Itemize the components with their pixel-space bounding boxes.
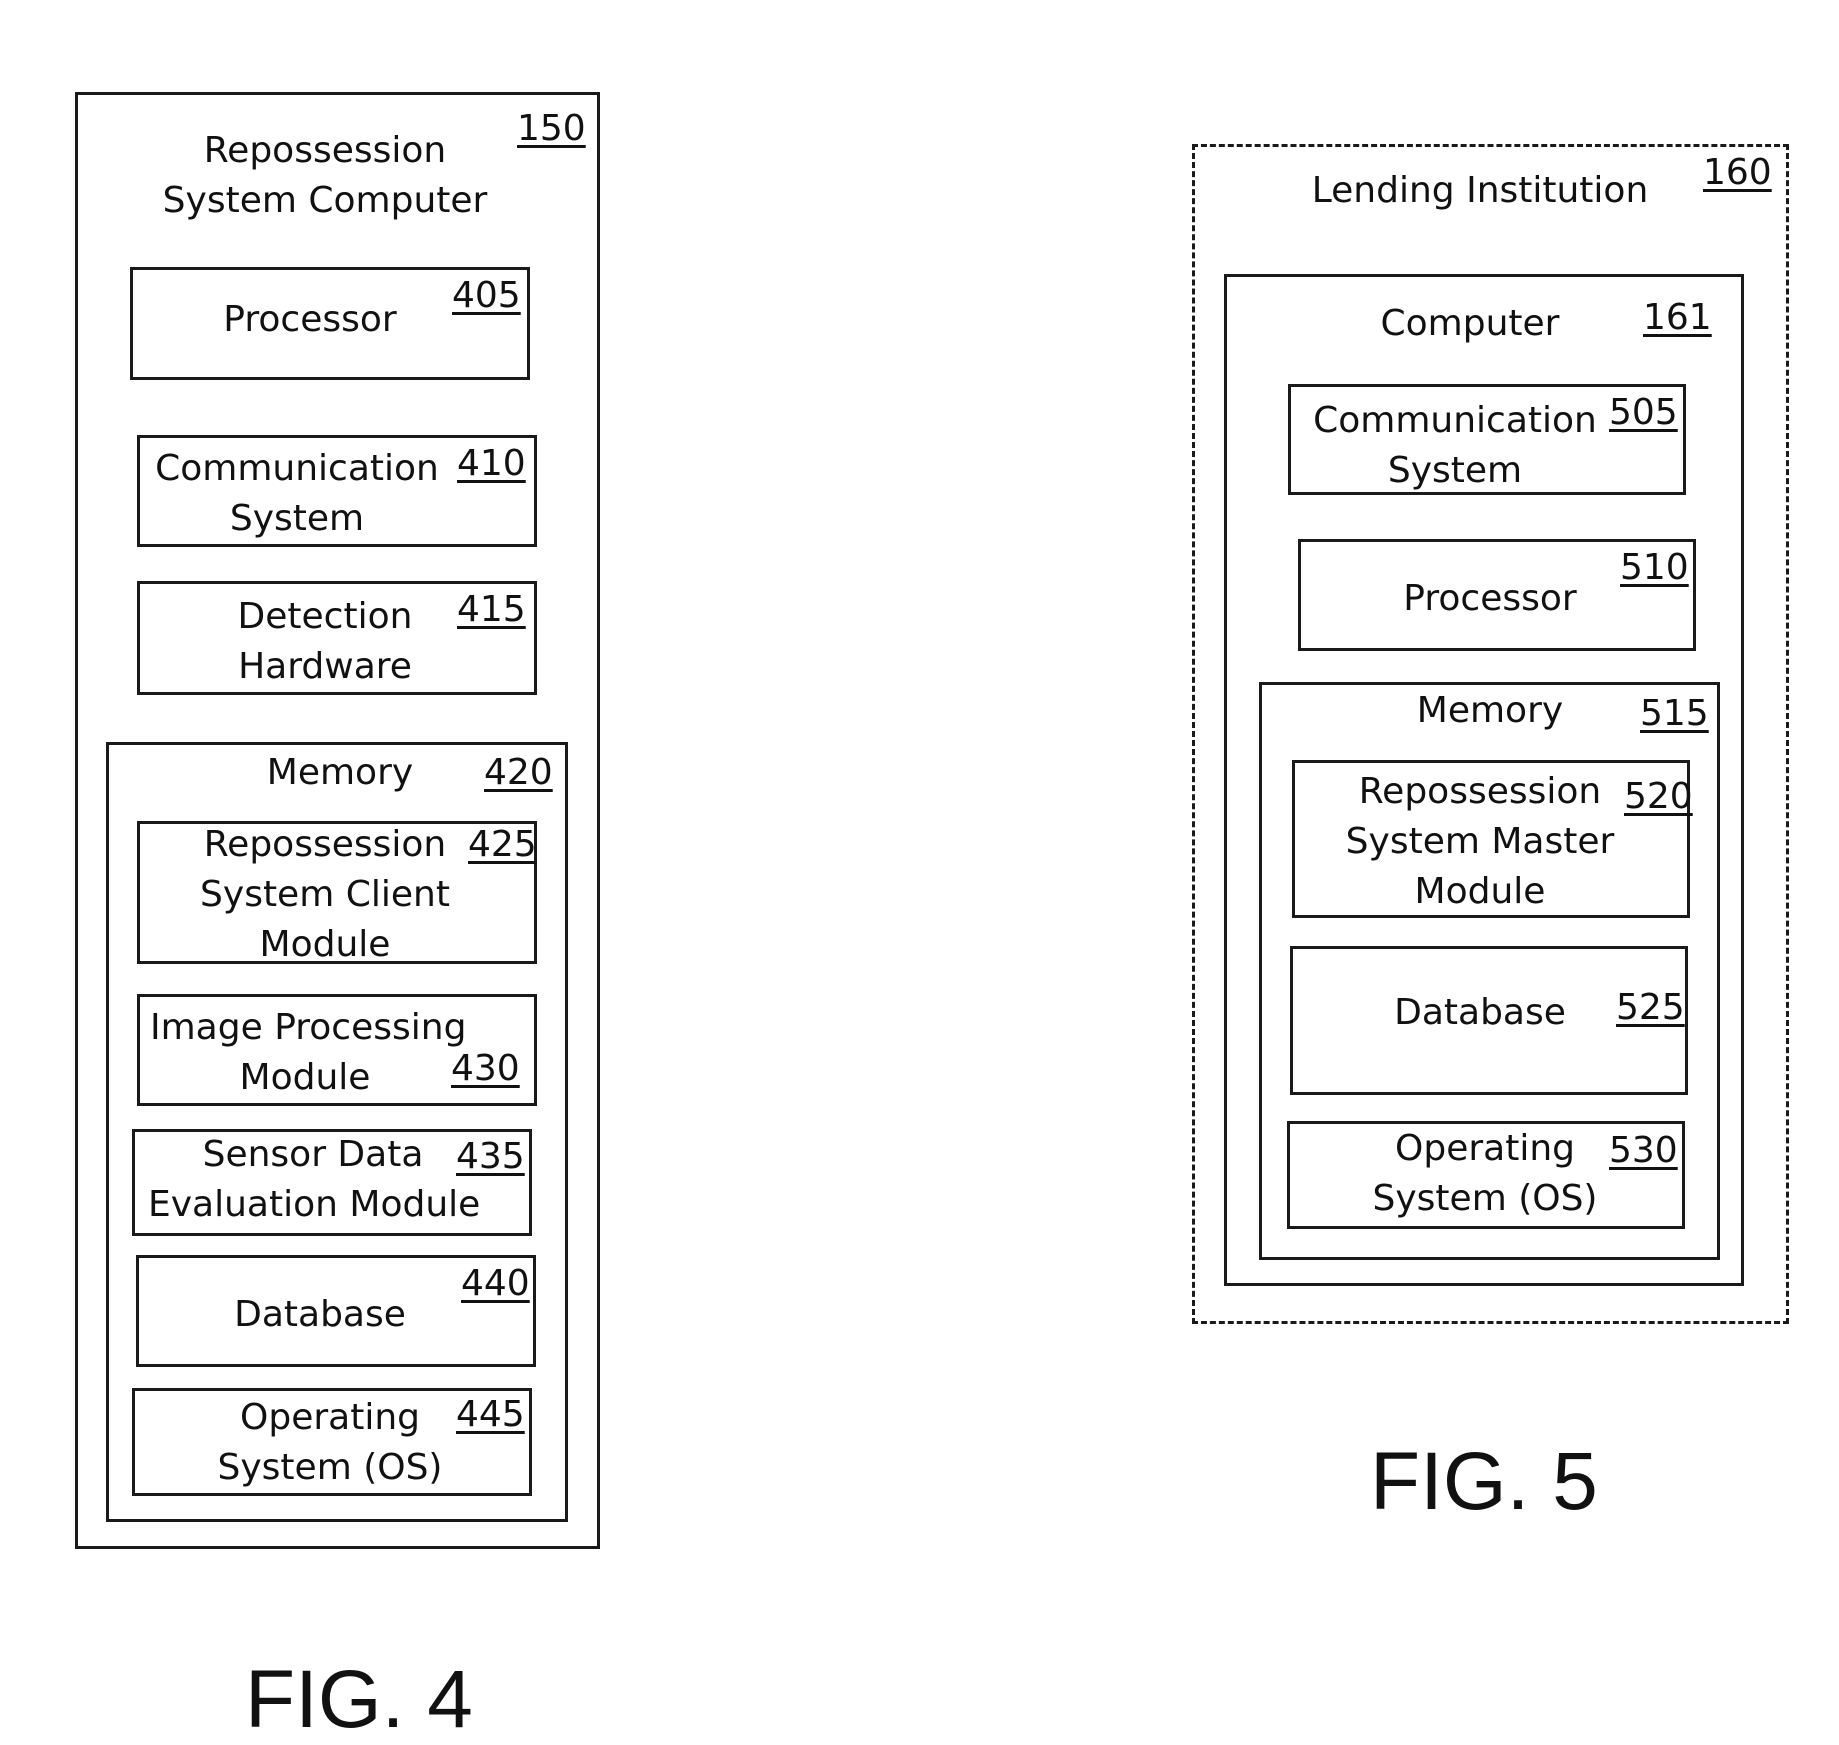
operating-system-box-5 <box>1287 1121 1685 1229</box>
ref-161: 161 <box>1643 297 1712 338</box>
ref-520: 520 <box>1624 776 1693 817</box>
ref-420: 420 <box>484 752 553 793</box>
client-module-box <box>137 821 537 964</box>
ref-405: 405 <box>452 275 521 316</box>
communication-system-box-5 <box>1288 384 1686 495</box>
image-processing-box <box>137 994 537 1106</box>
processor-box-5 <box>1298 539 1696 651</box>
ref-505: 505 <box>1609 392 1678 433</box>
ref-415: 415 <box>457 589 526 630</box>
computer-box <box>1224 274 1744 1286</box>
database-box-5 <box>1290 946 1688 1095</box>
operating-system-box <box>132 1388 532 1496</box>
ref-510: 510 <box>1620 547 1689 588</box>
memory-label: Memory <box>266 752 414 793</box>
operating-system-label: Operating System (OS) <box>217 1397 443 1488</box>
ref-515: 515 <box>1640 693 1709 734</box>
memory-box-5 <box>1259 682 1720 1260</box>
ref-445: 445 <box>456 1394 525 1435</box>
ref-160: 160 <box>1703 152 1772 193</box>
lending-institution-label: Lending Institution <box>1311 170 1649 211</box>
memory-box <box>106 742 568 1522</box>
communication-system-label: Communication System <box>155 448 439 539</box>
image-processing-label: Image Processing Module <box>150 1007 467 1098</box>
ref-150: 150 <box>517 108 586 149</box>
processor-box <box>130 267 530 380</box>
computer-label: Computer <box>1380 303 1560 344</box>
ref-530: 530 <box>1609 1130 1678 1171</box>
master-module-box <box>1292 760 1690 918</box>
detection-hardware-box <box>137 581 537 695</box>
ref-435: 435 <box>456 1136 525 1177</box>
client-module-label: Repossession System Client Module <box>200 824 450 965</box>
fig4-caption: FIG. 4 <box>245 1654 473 1745</box>
communication-system-label-5: Communication System <box>1313 400 1597 491</box>
database-box <box>136 1255 536 1367</box>
fig5-caption: FIG. 5 <box>1370 1436 1598 1527</box>
ref-410: 410 <box>457 443 526 484</box>
operating-system-label-5: Operating System (OS) <box>1372 1128 1598 1219</box>
sensor-evaluation-label: Sensor Data Evaluation Module <box>148 1134 481 1225</box>
master-module-label: Repossession System Master Module <box>1345 771 1615 912</box>
repossession-system-computer-label: Repossession System Computer <box>162 130 488 221</box>
ref-430: 430 <box>451 1048 520 1089</box>
database-label-5: Database <box>1394 992 1566 1033</box>
processor-label-5: Processor <box>1403 578 1577 619</box>
detection-hardware-label: Detection Hardware <box>237 596 413 687</box>
communication-system-box <box>137 435 537 547</box>
processor-label: Processor <box>223 299 397 340</box>
lending-institution-box <box>1192 144 1789 1324</box>
ref-525: 525 <box>1616 987 1685 1028</box>
memory-label-5: Memory <box>1416 690 1564 731</box>
repossession-system-computer-box <box>75 92 600 1549</box>
ref-440: 440 <box>461 1263 530 1304</box>
ref-425: 425 <box>468 824 537 865</box>
sensor-evaluation-box <box>132 1129 532 1236</box>
database-label: Database <box>234 1294 406 1335</box>
